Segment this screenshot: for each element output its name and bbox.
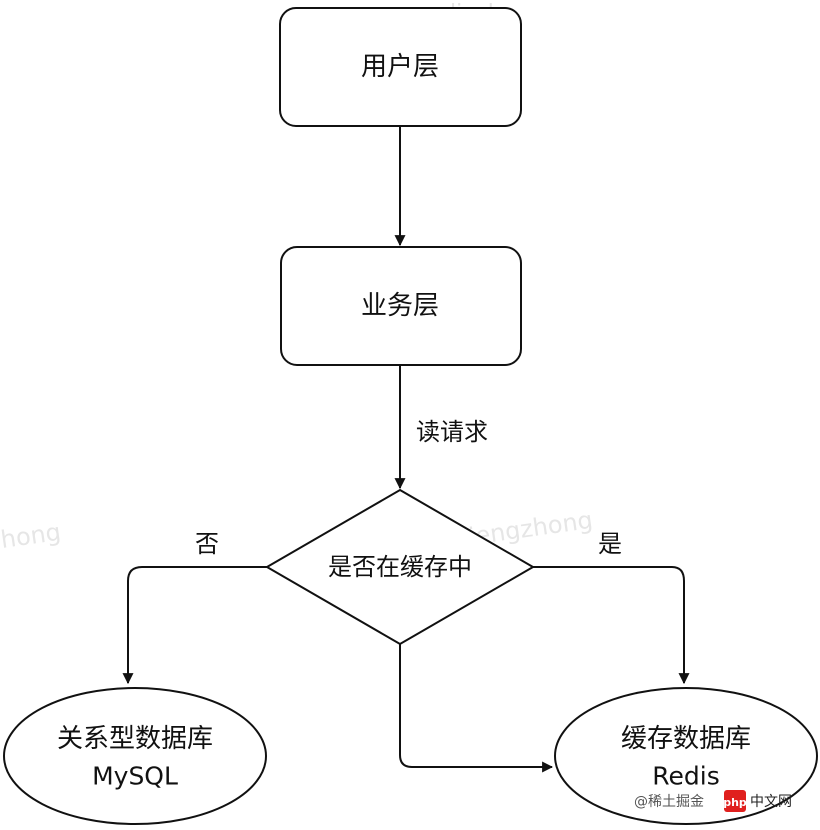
node-relational-db-line1: 关系型数据库 <box>57 724 213 754</box>
edge-label-yes: 是 <box>598 530 622 558</box>
logo-site: 中文网 <box>750 794 792 810</box>
node-cache-db-line2: Redis <box>652 762 719 791</box>
logo-caption: @稀土掘金 <box>634 794 704 810</box>
node-business-layer-label: 业务层 <box>361 291 439 321</box>
edge-label-read-request: 读请求 <box>416 418 488 446</box>
node-user-layer-label: 用户层 <box>361 52 439 82</box>
edge-yes-to-redis <box>533 566 690 685</box>
node-relational-db: 关系型数据库 MySQL <box>3 687 267 825</box>
edge-decision-to-redis-side <box>399 644 554 773</box>
watermark-left: hong <box>0 518 63 554</box>
node-decision-label: 是否在缓存中 <box>328 553 472 581</box>
node-relational-db-line2: MySQL <box>92 762 178 791</box>
node-decision: 是否在缓存中 <box>265 488 535 646</box>
edge-label-no: 否 <box>195 530 219 558</box>
node-cache-db-line1: 缓存数据库 <box>621 724 751 754</box>
node-cache-db: 缓存数据库 Redis <box>554 687 818 825</box>
edge-no-to-mysql <box>122 566 267 685</box>
php-logo: @稀土掘金 php 中文网 <box>634 790 792 812</box>
node-user-layer: 用户层 <box>279 7 522 127</box>
node-business-layer: 业务层 <box>280 246 522 366</box>
logo-text: php <box>723 796 747 809</box>
logo-mark <box>724 790 746 812</box>
